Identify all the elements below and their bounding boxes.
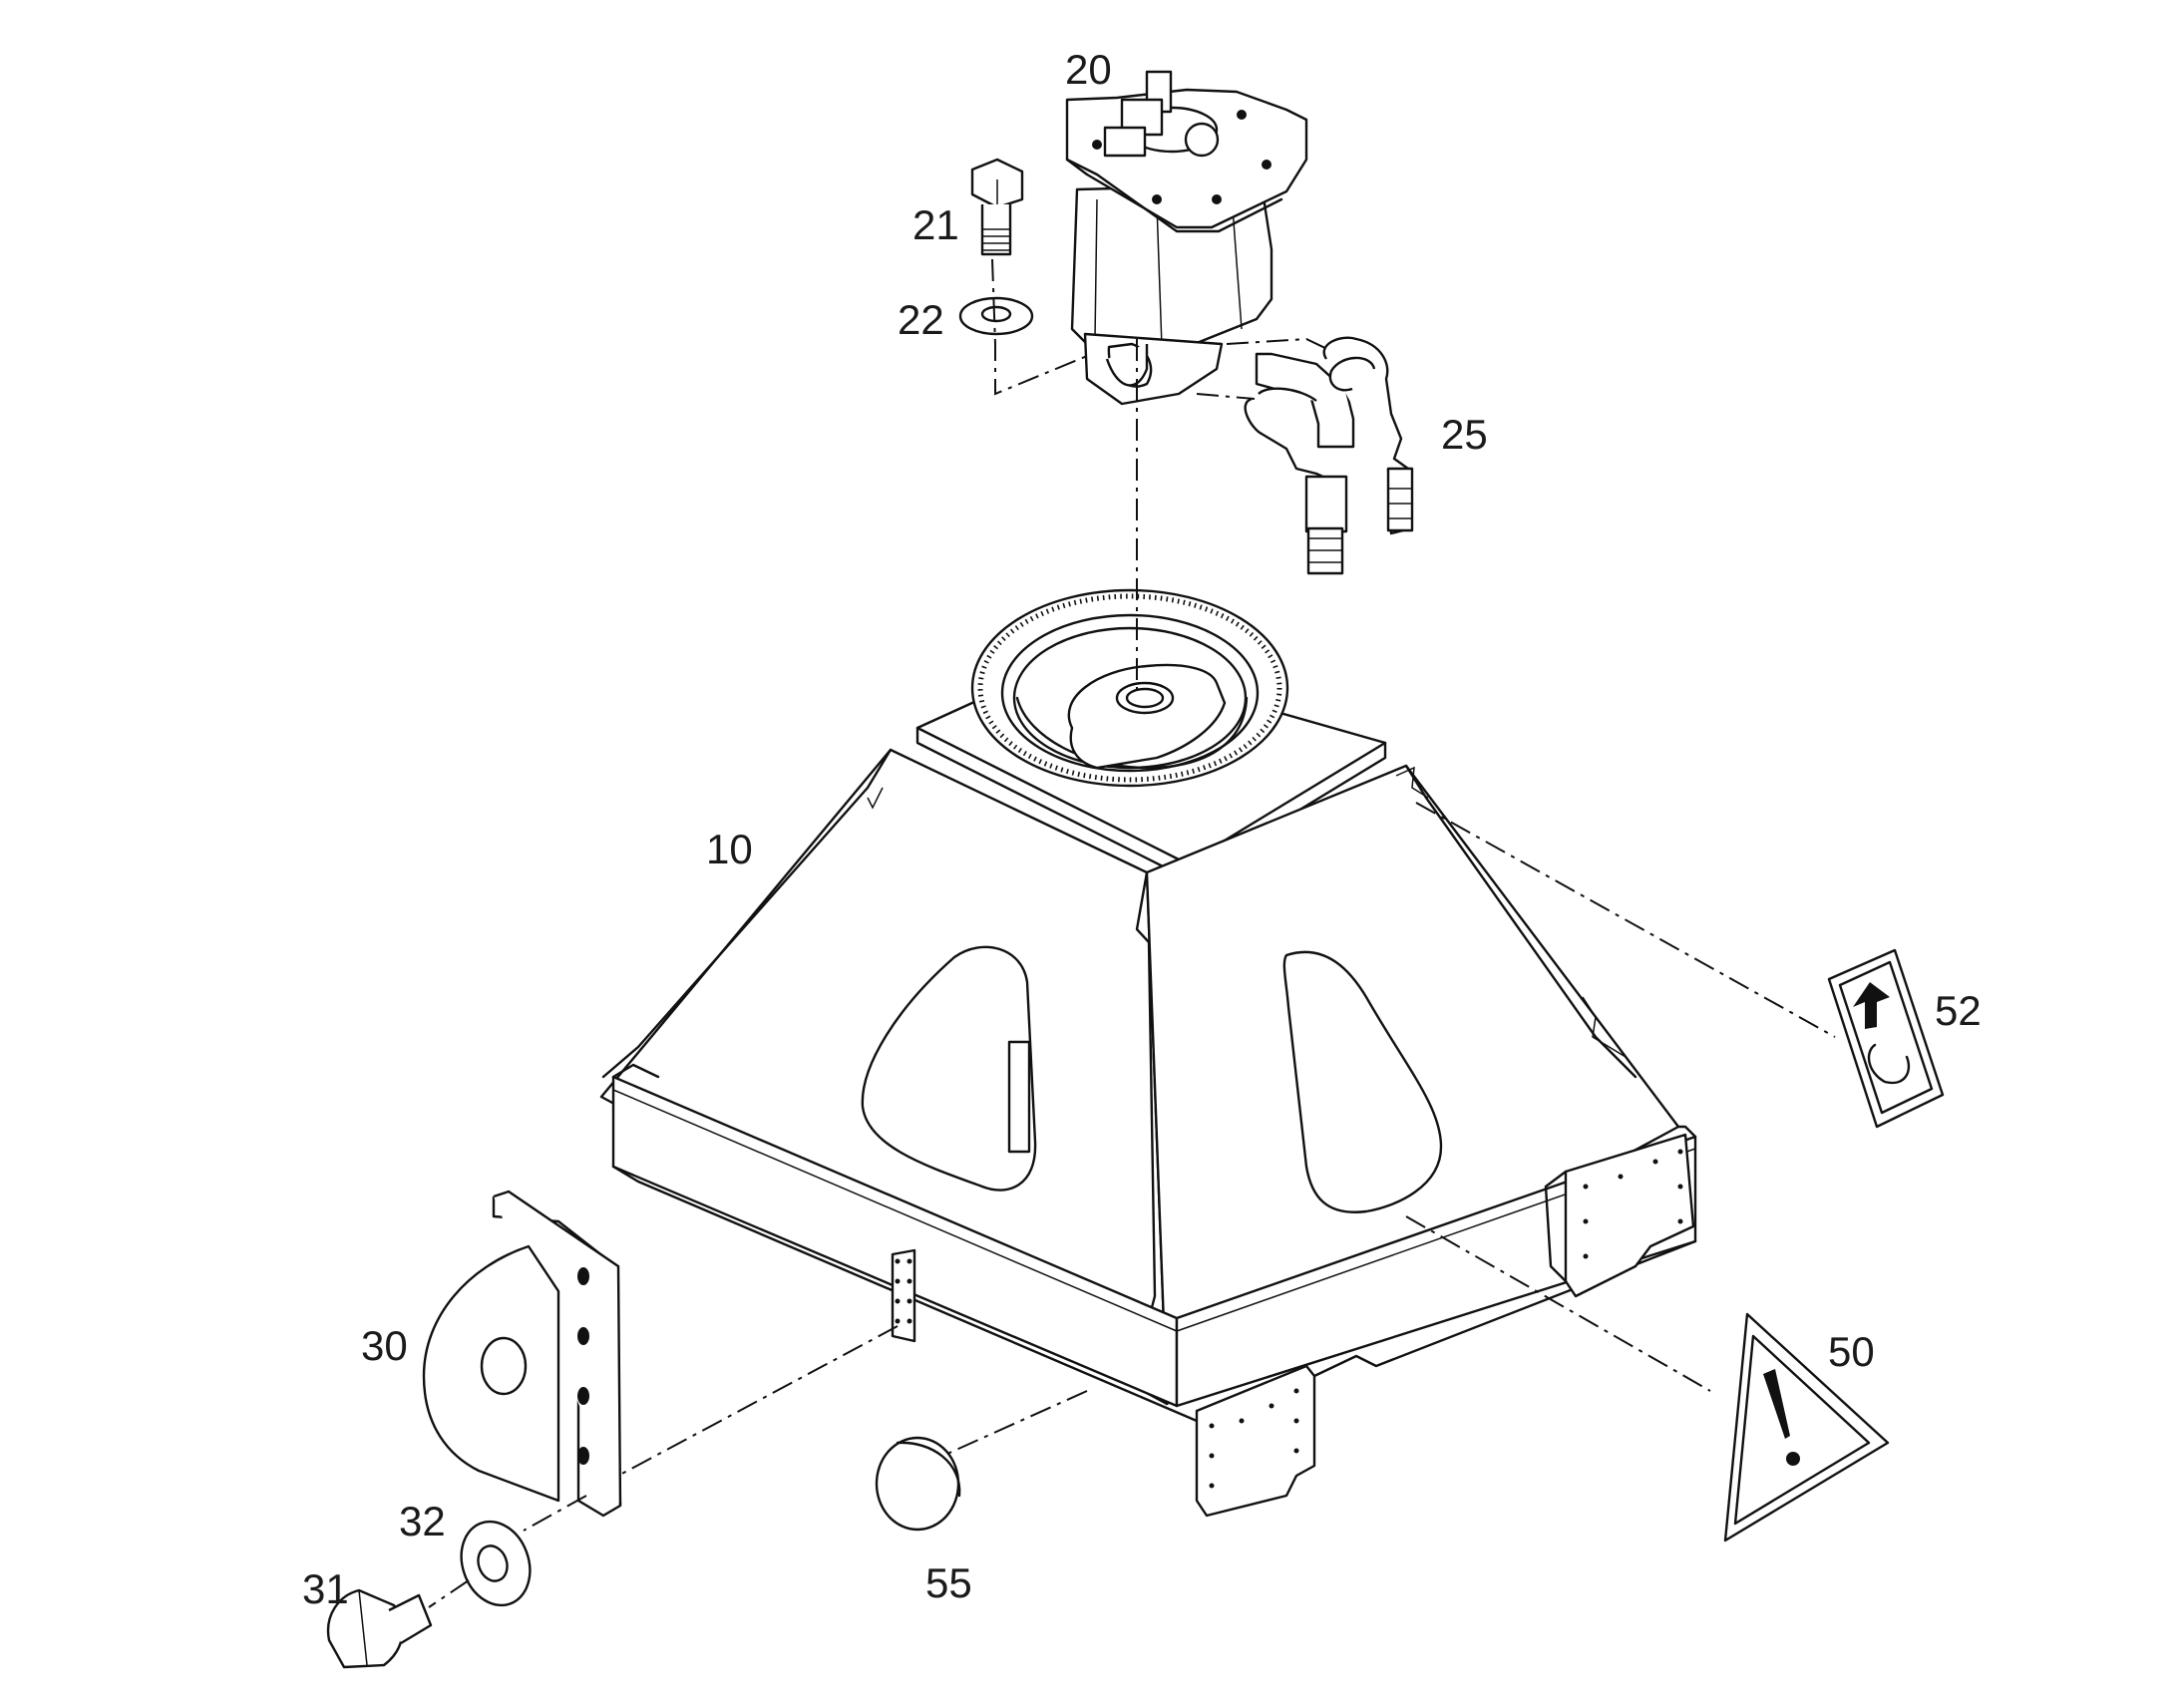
housing-frame	[599, 588, 1697, 1518]
callout-50: 50	[1828, 1328, 1875, 1375]
callout-55: 55	[925, 1559, 972, 1606]
cap-55	[875, 1436, 961, 1532]
washer-32	[460, 1520, 532, 1607]
callout-21: 21	[912, 201, 959, 248]
callout-20: 20	[1065, 46, 1112, 93]
callout-31: 31	[302, 1565, 349, 1612]
bolt-21	[970, 158, 1024, 256]
warning-triangle-icon	[1723, 1312, 1890, 1542]
callout-10: 10	[706, 826, 753, 872]
rivet-holes	[895, 1149, 1683, 1489]
hose-lines-25	[1244, 336, 1414, 575]
washer-22	[958, 296, 1034, 336]
callout-32: 32	[399, 1498, 446, 1544]
bolt-31	[326, 1588, 433, 1669]
callout-52: 52	[1935, 987, 1982, 1034]
callout-30: 30	[361, 1322, 408, 1369]
callout-22: 22	[898, 296, 944, 343]
assembly-centerlines	[428, 258, 1836, 1608]
callout-labels: 10 20 21 22 25 30 31 32 50 52 55	[302, 46, 1982, 1612]
callout-25: 25	[1441, 411, 1488, 458]
lifting-lug-30	[422, 1190, 622, 1518]
rotary-joint-assembly	[1065, 70, 1308, 406]
lifting-point-hook-icon	[1827, 948, 1945, 1129]
